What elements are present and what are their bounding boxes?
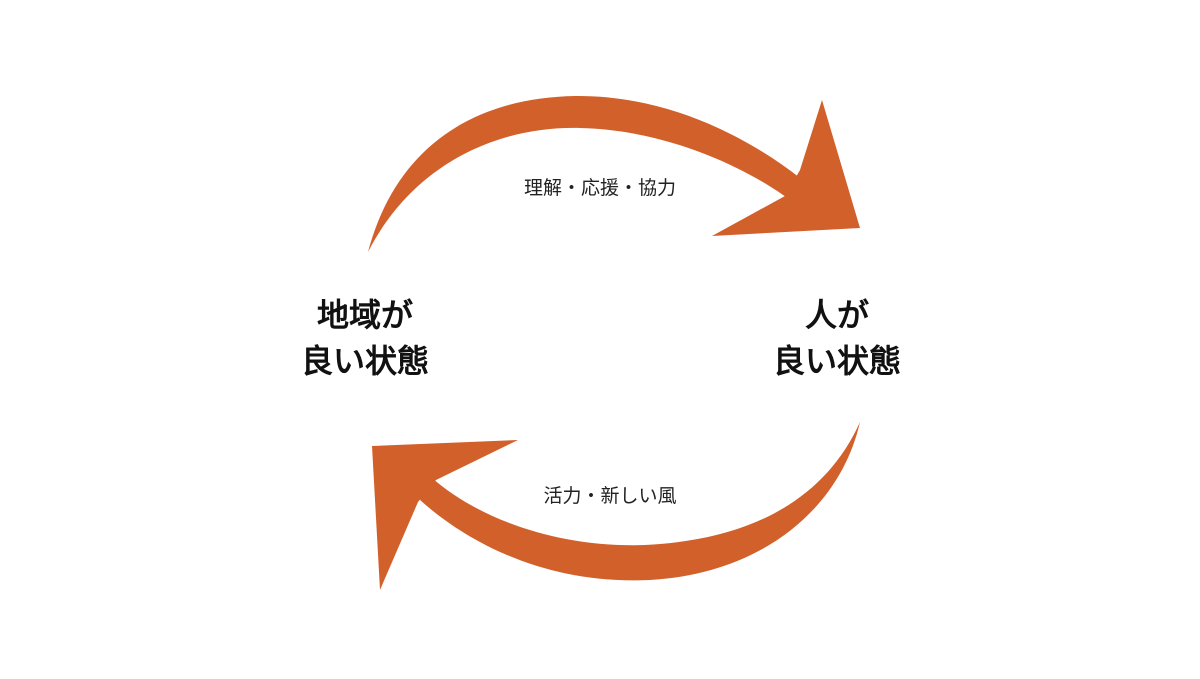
arrow-bottom xyxy=(372,422,860,590)
arrow-top xyxy=(368,95,860,253)
edge-label-top: 理解・応援・協力 xyxy=(523,177,676,199)
node-right-line1: 人が xyxy=(804,296,869,334)
edge-label-bottom: 活力・新しい風 xyxy=(543,485,677,507)
node-left-line1: 地域が xyxy=(316,296,413,334)
node-region-good-state: 地域が 良い状態 xyxy=(270,292,460,384)
node-left-line2: 良い状態 xyxy=(300,342,429,380)
node-right-line2: 良い状態 xyxy=(772,342,901,380)
node-people-good-state: 人が 良い状態 xyxy=(742,292,932,384)
